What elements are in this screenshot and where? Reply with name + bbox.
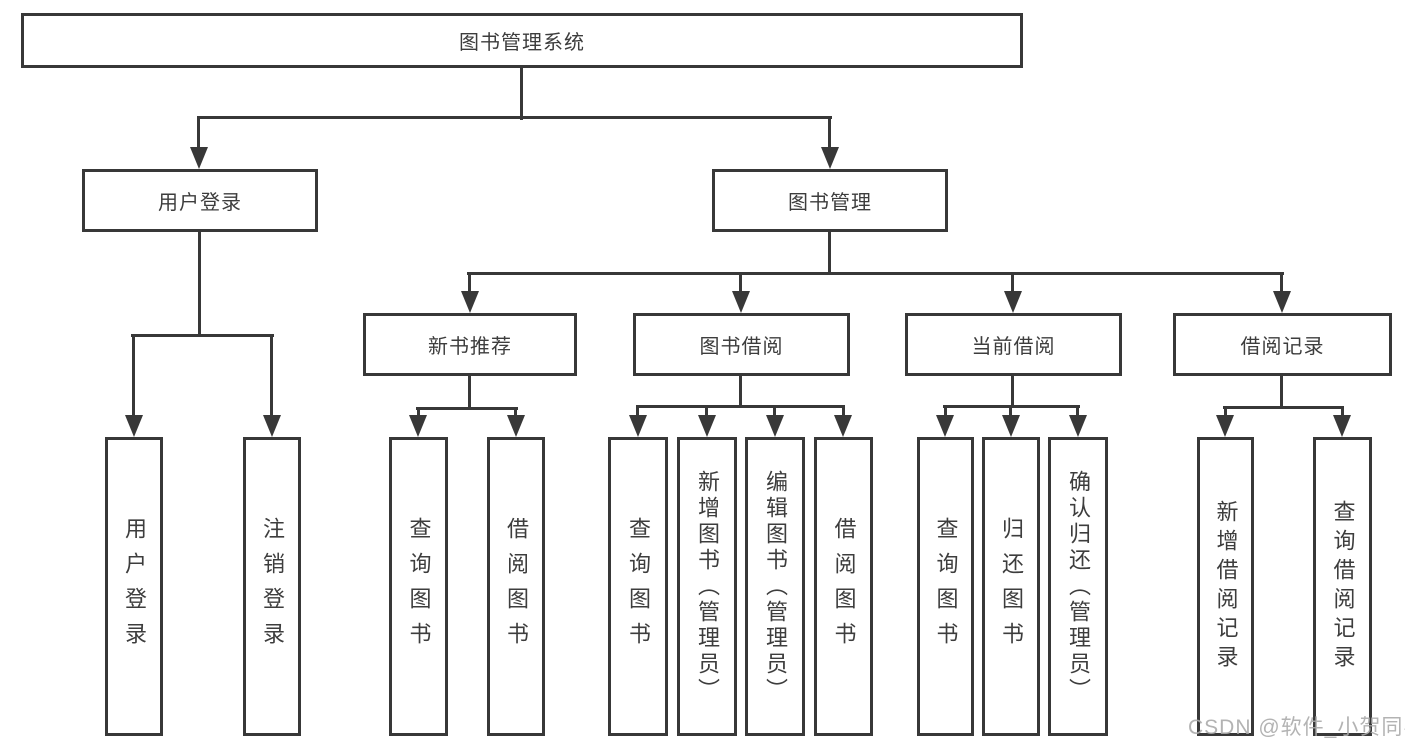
connector-groupC-trunk <box>1011 376 1014 407</box>
arrowhead-b4 <box>834 415 852 437</box>
connector-drop-b2 <box>705 405 708 416</box>
node-label: 当前借阅 <box>971 336 1056 358</box>
node-library-system: 图书管理系统 <box>21 13 1023 68</box>
node-label: 注销登录 <box>260 516 285 657</box>
connector-groupD-horizontal <box>1223 406 1344 409</box>
arrowhead-b3 <box>766 415 784 437</box>
connector-groupB-trunk <box>739 376 742 407</box>
arrowhead-borrow-records <box>1273 291 1291 313</box>
arrowhead-a1 <box>409 415 427 437</box>
connector-drop-b1 <box>636 405 639 416</box>
csdn-watermark: CSDN @软件_小贺同学 <box>1188 716 1405 739</box>
leaf-add-book-admin: 新增图书（管理员） <box>677 437 737 736</box>
connector-drop-book-borrow <box>739 272 742 293</box>
node-label: 归还图书 <box>999 516 1024 657</box>
connector-drop-c2 <box>1009 405 1012 416</box>
leaf-borrow-books-recommend: 借阅图书 <box>487 437 545 736</box>
connector-groupA-horizontal <box>416 407 518 410</box>
connector-drop-current-borrow <box>1011 272 1014 293</box>
connector-book-mgmt-trunk <box>828 232 831 275</box>
arrowhead-book-mgmt <box>821 147 839 169</box>
node-label: 借阅记录 <box>1240 336 1325 358</box>
leaf-user-login: 用户登录 <box>105 437 163 736</box>
connector-drop-d2 <box>1341 406 1344 416</box>
arrowhead-c3 <box>1069 415 1087 437</box>
node-new-book-recommend: 新书推荐 <box>363 313 577 376</box>
connector-drop-leaf-logout <box>270 334 273 416</box>
leaf-query-borrow-record: 查询借阅记录 <box>1313 437 1372 736</box>
node-label: 借阅图书 <box>831 516 857 657</box>
node-label: 新增借阅记录 <box>1213 499 1239 674</box>
connector-drop-a1 <box>417 407 420 416</box>
connector-drop-b3 <box>773 405 776 416</box>
node-borrow-records: 借阅记录 <box>1173 313 1392 376</box>
node-label: 编辑图书（管理员） <box>763 469 788 704</box>
arrowhead-d1 <box>1216 415 1234 437</box>
leaf-borrow-books: 借阅图书 <box>814 437 873 736</box>
connector-root-trunk <box>520 68 523 120</box>
node-label: 查询借阅记录 <box>1330 499 1356 674</box>
node-label: 图书管理系统 <box>459 32 585 54</box>
node-user-login: 用户登录 <box>82 169 318 232</box>
connector-drop-borrow-records <box>1280 272 1283 293</box>
node-label: 查询图书 <box>933 516 959 657</box>
connector-groupD-trunk <box>1280 376 1283 408</box>
node-current-borrow: 当前借阅 <box>905 313 1122 376</box>
node-label: 确认归还（管理员） <box>1066 469 1091 704</box>
arrowhead-leaf-user-login <box>125 415 143 437</box>
leaf-add-borrow-record: 新增借阅记录 <box>1197 437 1254 736</box>
connector-drop-d1 <box>1224 406 1227 416</box>
connector-drop-b4 <box>842 405 845 416</box>
connector-groupA-trunk <box>468 376 471 410</box>
connector-drop-book-mgmt <box>828 116 831 149</box>
node-label: 图书借阅 <box>699 336 784 358</box>
node-label: 图书管理 <box>788 192 872 214</box>
arrowhead-book-borrow <box>732 291 750 313</box>
node-label: 用户登录 <box>158 192 242 214</box>
arrowhead-current-borrow <box>1004 291 1022 313</box>
leaf-query-books-current: 查询图书 <box>917 437 974 736</box>
connector-drop-leaf-user-login <box>132 334 135 416</box>
node-label: 查询图书 <box>406 516 432 657</box>
node-label: 新书推荐 <box>428 336 512 358</box>
connector-drop-a2 <box>514 407 517 416</box>
arrowhead-b2 <box>698 415 716 437</box>
connector-user-login-trunk <box>198 232 201 337</box>
arrowhead-b1 <box>629 415 647 437</box>
leaf-query-books-borrow: 查询图书 <box>608 437 668 736</box>
node-label: 借阅图书 <box>504 516 529 657</box>
connector-user-login-horizontal <box>131 334 274 337</box>
node-label: 新增图书（管理员） <box>695 469 720 704</box>
arrowhead-a2 <box>507 415 525 437</box>
leaf-confirm-return-admin: 确认归还（管理员） <box>1048 437 1108 736</box>
arrowhead-c1 <box>936 415 954 437</box>
node-label: 用户登录 <box>122 516 147 657</box>
leaf-edit-book-admin: 编辑图书（管理员） <box>745 437 805 736</box>
leaf-return-book: 归还图书 <box>982 437 1040 736</box>
arrowhead-user-login <box>190 147 208 169</box>
connector-drop-new-book <box>468 272 471 293</box>
connector-level1-horizontal <box>197 116 832 119</box>
arrowhead-new-book <box>461 291 479 313</box>
connector-drop-c3 <box>1076 405 1079 416</box>
arrowhead-c2 <box>1002 415 1020 437</box>
connector-drop-c1 <box>944 405 947 416</box>
arrowhead-d2 <box>1333 415 1351 437</box>
connector-drop-user-login <box>197 116 200 149</box>
node-book-mgmt: 图书管理 <box>712 169 948 232</box>
node-label: 查询图书 <box>626 516 651 657</box>
node-book-borrow: 图书借阅 <box>633 313 850 376</box>
leaf-logout: 注销登录 <box>243 437 301 736</box>
leaf-query-books-recommend: 查询图书 <box>389 437 448 736</box>
arrowhead-leaf-logout <box>263 415 281 437</box>
connector-level2-horizontal <box>467 272 1284 275</box>
connector-groupB-horizontal <box>636 405 845 408</box>
